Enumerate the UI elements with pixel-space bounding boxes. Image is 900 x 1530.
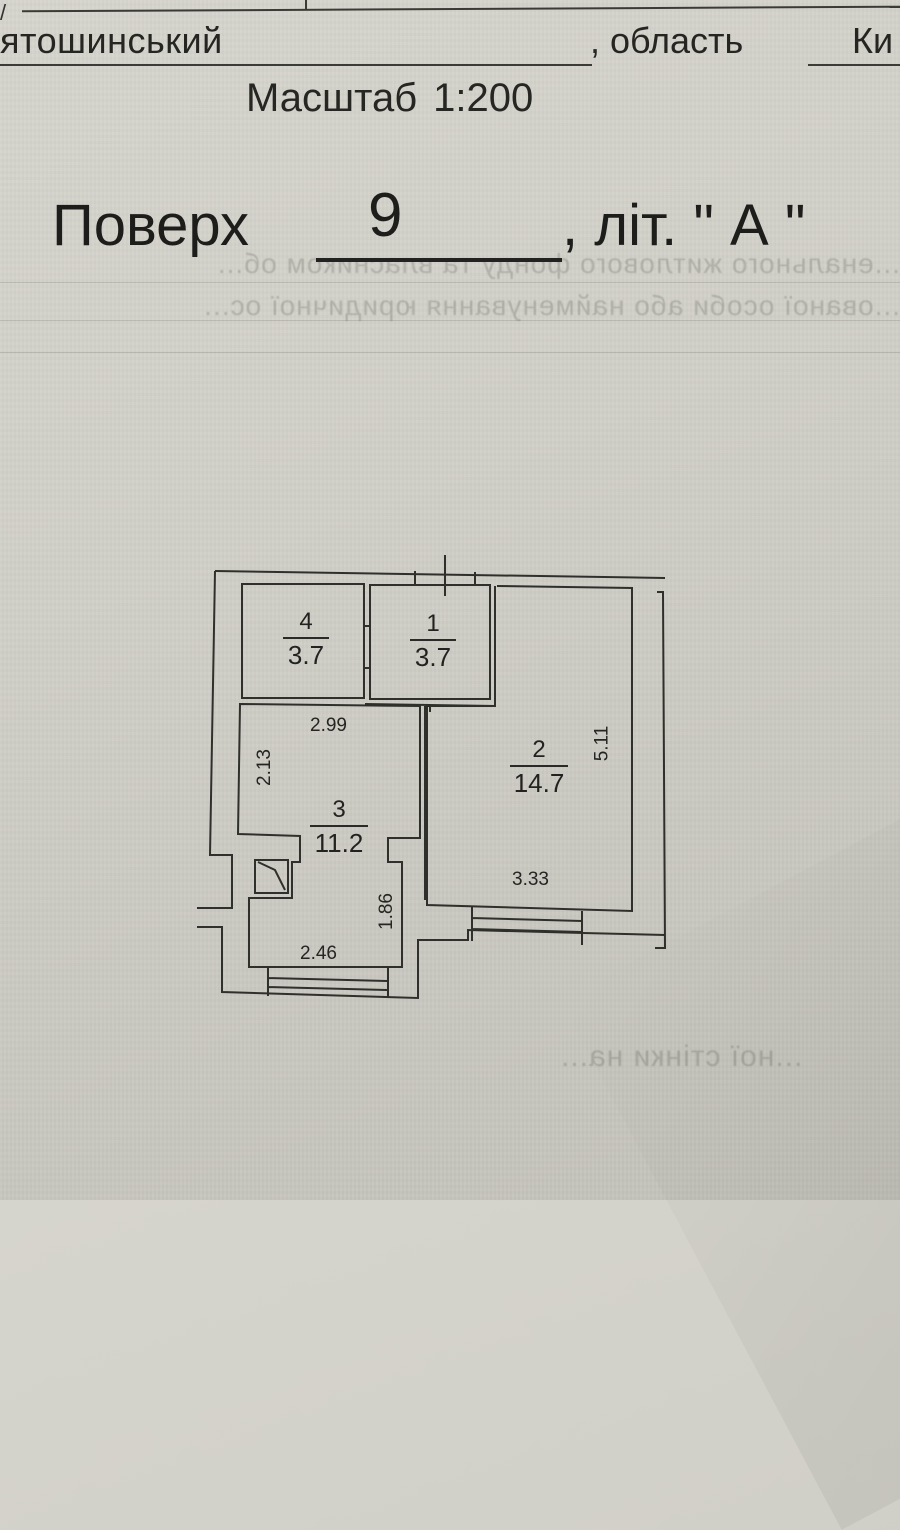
district-underline [0, 64, 592, 66]
outer-wall-bottom-right [582, 932, 666, 936]
floor-value: 9 [368, 181, 403, 250]
room-2-window [471, 907, 583, 945]
region-label: , область [590, 20, 744, 61]
room-4-walls [241, 583, 365, 699]
district-value: ятошинський [0, 20, 223, 61]
building-letter-label: , літ. " А " [562, 193, 806, 258]
outer-wall-left [197, 570, 233, 909]
dim-room-3-bottom-width: 2.46 [300, 943, 337, 964]
outer-wall-top [214, 570, 666, 579]
bleed-through-rule [0, 282, 900, 283]
room-2-area: 14.7 [510, 765, 568, 796]
region-underline [808, 64, 900, 66]
floor-plan-drawing [197, 555, 667, 1000]
outer-wall-left-lower [197, 926, 584, 1000]
scale-label: Масштаб [246, 76, 418, 120]
room-3-number: 3 [332, 796, 346, 823]
corridor-wall [364, 586, 496, 708]
address-row: ятошинський , область Ки [0, 20, 900, 70]
scale-value: 1:200 [433, 76, 534, 120]
room-4-number: 4 [299, 608, 313, 635]
bleed-through-rule [0, 352, 900, 353]
floor-plan: 4 3.7 1 3.7 2 14.7 3 11.2 2.99 2.13 1.86… [197, 555, 667, 1000]
dim-room-3-lower-height: 1.86 [375, 893, 397, 930]
room-1-number: 1 [426, 610, 440, 637]
dim-room-3-upper-height: 2.13 [253, 749, 275, 786]
floor-label: Поверх [52, 193, 249, 258]
dim-room-2-width: 3.33 [512, 869, 549, 890]
room-3-shaft-diagonal [257, 861, 286, 891]
exterior-right-bracket [655, 591, 667, 949]
room-1-door-marks [365, 625, 370, 669]
room-1-label: 1 3.7 [410, 612, 456, 670]
top-slash-mark: / [0, 0, 7, 25]
region-value: Ки [852, 20, 894, 61]
room-4-area: 3.7 [283, 637, 329, 668]
room-2-number: 2 [532, 736, 546, 763]
floor-row: Поверх 9 , літ. " А " [52, 180, 900, 270]
scale-row: Масштаб 1:200 [246, 76, 533, 121]
room-3-area: 11.2 [310, 825, 368, 856]
room-2-walls [426, 585, 633, 913]
room-3-shaft [254, 859, 289, 894]
top-form-tick [305, 0, 307, 10]
dim-room-3-top-width: 2.99 [310, 715, 347, 736]
room-3-label: 3 11.2 [310, 798, 368, 856]
dim-room-2-height: 5.11 [591, 725, 613, 762]
room-3-walls-upper [236, 702, 421, 968]
room-3-window [267, 968, 389, 998]
room-4-label: 4 3.7 [283, 610, 329, 668]
bleed-through-rule [0, 320, 900, 321]
room-1-area: 3.7 [410, 639, 456, 670]
room-2-label: 2 14.7 [510, 738, 568, 796]
floor-underline [316, 258, 562, 262]
room-1-walls [369, 584, 491, 700]
